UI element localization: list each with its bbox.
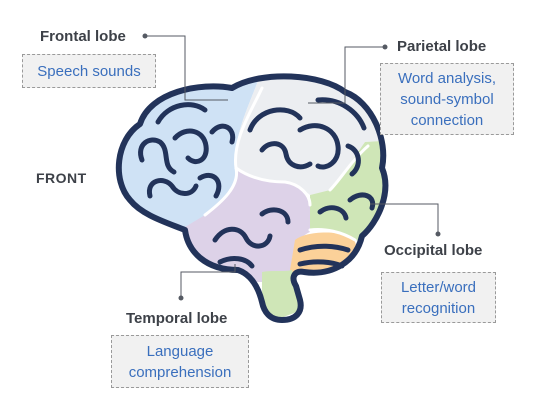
parietal-desc-line: Word analysis, — [397, 69, 497, 87]
brain-folds — [138, 97, 376, 269]
occipital-lobe-title: Occipital lobe — [384, 242, 483, 259]
leader-lines — [145, 35, 439, 298]
lobe-separators — [203, 86, 370, 242]
occipital-lobe-description: Letter/word recognition — [381, 272, 496, 323]
temporal-desc-line: Language — [146, 342, 214, 360]
temporal-leader-dot — [178, 295, 184, 301]
front-label: FRONT — [36, 170, 87, 186]
temporal-lobe-description: Language comprehension — [111, 335, 249, 388]
frontal-desc-line: Speech sounds — [37, 62, 141, 80]
temporal-desc-line: comprehension — [128, 363, 232, 381]
temporal-leader-line — [180, 264, 236, 298]
leader-dots — [142, 33, 441, 301]
brain-outline — [115, 73, 389, 323]
parietal-lobe-description: Word analysis, sound-symbol connection — [380, 63, 514, 135]
occipital-leader-dot — [435, 231, 441, 237]
occipital-desc-line: Letter/word — [400, 278, 477, 296]
parietal-desc-line: connection — [410, 111, 484, 129]
parietal-lobe-title: Parietal lobe — [397, 38, 487, 55]
frontal-leader-line — [145, 35, 228, 101]
occipital-leader-line — [370, 203, 439, 234]
occipital-desc-line: recognition — [401, 299, 476, 317]
frontal-leader-dot — [142, 33, 148, 39]
frontal-lobe-title: Frontal lobe — [40, 28, 126, 45]
frontal-lobe-description: Speech sounds — [22, 54, 156, 88]
parietal-desc-line: sound-symbol — [400, 90, 494, 108]
parietal-leader-line — [308, 46, 385, 104]
temporal-lobe-title: Temporal lobe — [126, 310, 228, 327]
parietal-leader-dot — [382, 44, 388, 50]
